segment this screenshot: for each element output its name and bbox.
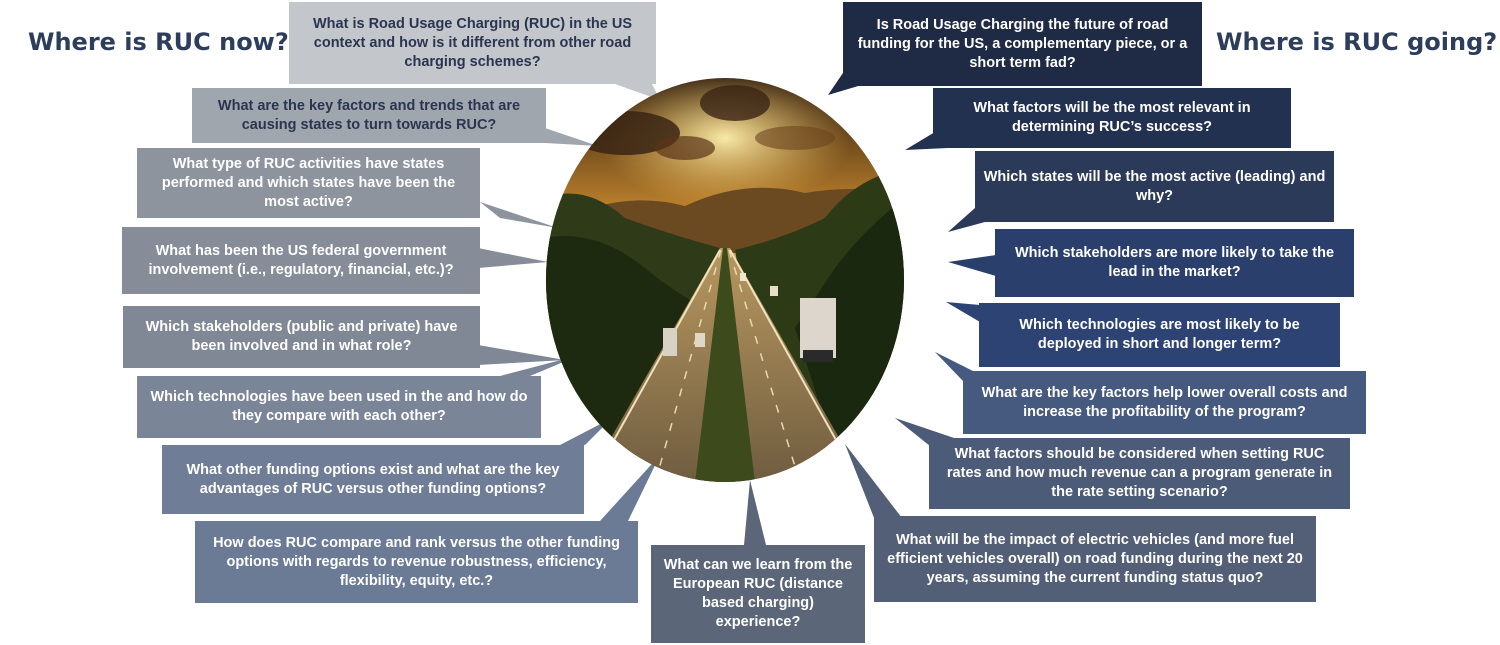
question-bubble-right-7: What factors should be considered when s…: [929, 438, 1350, 509]
question-bubble-left-1: What is Road Usage Charging (RUC) in the…: [289, 2, 656, 84]
where-is-ruc-now-heading: Where is RUC now?: [28, 28, 289, 56]
question-text: Which technologies are most likely to be…: [1019, 317, 1300, 352]
pointer-right-4: [948, 255, 996, 276]
question-text: What factors should be considered when s…: [946, 446, 1333, 500]
question-text: Which stakeholders (public and private) …: [145, 319, 458, 354]
question-text: Which stakeholders are more likely to ta…: [1014, 245, 1335, 280]
question-bubble-right-6: What are the key factors help lower over…: [963, 371, 1366, 434]
pointer-left-8: [600, 455, 660, 521]
question-bubble-right-1: Is Road Usage Charging the future of roa…: [843, 2, 1202, 86]
question-text: What is Road Usage Charging (RUC) in the…: [312, 15, 632, 70]
question-bubble-left-3: What type of RUC activities have states …: [137, 148, 480, 218]
question-text: What factors will be the most relevant i…: [973, 100, 1251, 135]
question-bubble-left-2: What are the key factors and trends that…: [192, 88, 546, 143]
question-bubble-left-8: How does RUC compare and rank versus the…: [195, 521, 638, 603]
pointer-left-5: [478, 345, 565, 365]
question-bubble-left-4: What has been the US federal government …: [122, 227, 480, 294]
pointer-left-6: [500, 355, 580, 376]
question-bubble-left-7: What other funding options exist and wha…: [162, 445, 584, 514]
pointer-bottom: [744, 480, 766, 545]
pointer-left-3: [480, 202, 558, 228]
question-bubble-right-4: Which stakeholders are more likely to ta…: [995, 229, 1354, 297]
question-bubble-left-6: Which technologies have been used in the…: [137, 376, 541, 438]
pointer-right-8: [845, 444, 902, 528]
question-text: What are the key factors help lower over…: [981, 384, 1348, 420]
question-text: What can we learn from the European RUC …: [663, 557, 853, 630]
question-text: How does RUC compare and rank versus the…: [213, 534, 620, 589]
question-bubble-right-2: What factors will be the most relevant i…: [933, 88, 1291, 148]
question-text: Is Road Usage Charging the future of roa…: [857, 16, 1188, 71]
question-bubble-left-5: Which stakeholders (public and private) …: [123, 306, 480, 368]
question-text: What other funding options exist and wha…: [186, 461, 560, 497]
question-bubble-right-5: Which technologies are most likely to be…: [979, 303, 1340, 367]
pointer-left-1: [615, 84, 660, 100]
question-text: Which technologies have been used in the…: [150, 389, 528, 424]
pointer-left-4: [478, 248, 548, 268]
pointer-left-2: [545, 128, 598, 146]
pointer-left-7: [560, 418, 612, 445]
question-text: Which states will be the most active (le…: [983, 168, 1326, 204]
pointer-right-5: [946, 302, 980, 322]
where-is-ruc-going-heading: Where is RUC going?: [1216, 28, 1498, 56]
question-text: What are the key factors and trends that…: [217, 97, 521, 133]
highway-sunset-image: [546, 78, 904, 482]
question-text: What type of RUC activities have states …: [161, 155, 456, 210]
question-bubble-bottom: What can we learn from the European RUC …: [651, 545, 865, 643]
question-text: What has been the US federal government …: [148, 242, 454, 278]
question-text: What will be the impact of electric vehi…: [887, 531, 1303, 586]
question-bubble-right-8: What will be the impact of electric vehi…: [874, 516, 1316, 602]
question-bubble-right-3: Which states will be the most active (le…: [975, 151, 1334, 222]
